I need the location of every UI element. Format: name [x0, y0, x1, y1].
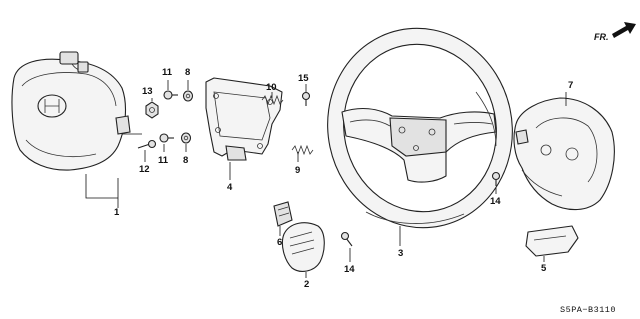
diagram-code: S5PA−B3110 [560, 305, 616, 315]
callout-labels: 1 2 3 4 5 6 7 8 8 9 10 11 11 12 13 14 14… [114, 67, 573, 290]
clip-part-15[interactable] [301, 91, 311, 107]
lower-cover-part-5[interactable] [525, 225, 579, 257]
callout-1: 1 [114, 207, 120, 218]
callout-14-middle: 14 [344, 264, 355, 275]
callout-6: 6 [277, 237, 282, 248]
steering-wheel-part-3[interactable] [309, 11, 531, 245]
spring-part-9[interactable] [291, 144, 314, 156]
bolt-part-14-middle[interactable] [340, 231, 353, 247]
callout-2: 2 [304, 279, 309, 290]
column-cover-part-7[interactable] [513, 97, 615, 211]
callout-8-upper: 8 [185, 67, 190, 78]
washer-part-8-lower[interactable] [180, 132, 192, 144]
washer-part-8-upper[interactable] [182, 90, 194, 102]
bolt-part-12[interactable] [137, 139, 157, 149]
screw-part-11-lower[interactable] [159, 133, 174, 143]
callout-15: 15 [298, 73, 309, 84]
callout-13: 13 [142, 86, 153, 97]
airbag-module[interactable] [11, 51, 131, 171]
callout-4: 4 [227, 182, 233, 193]
front-direction-label: FR. [594, 32, 609, 42]
callout-3: 3 [398, 248, 403, 259]
screw-part-11-upper[interactable] [163, 90, 178, 100]
callout-10: 10 [266, 82, 277, 93]
callout-14-right: 14 [490, 196, 501, 207]
callout-11-upper: 11 [162, 67, 173, 78]
callout-7: 7 [568, 80, 573, 91]
front-direction-indicator: FR. [594, 22, 636, 42]
spring-part-10[interactable] [261, 94, 284, 106]
front-arrow-icon [612, 22, 636, 38]
nut-part-13[interactable] [145, 101, 159, 119]
honda-emblem [37, 94, 67, 118]
callout-5: 5 [541, 263, 547, 274]
screw-part-14-right[interactable] [491, 171, 501, 187]
switch-part-6[interactable] [273, 201, 293, 227]
bracket-frame-part-4[interactable] [205, 77, 283, 161]
leader-lines [85, 80, 567, 278]
callout-12: 12 [139, 164, 150, 175]
callout-11-lower: 11 [158, 155, 169, 166]
callout-8-lower: 8 [183, 155, 188, 166]
callout-9: 9 [295, 165, 300, 176]
cover-part-2[interactable] [281, 222, 325, 272]
